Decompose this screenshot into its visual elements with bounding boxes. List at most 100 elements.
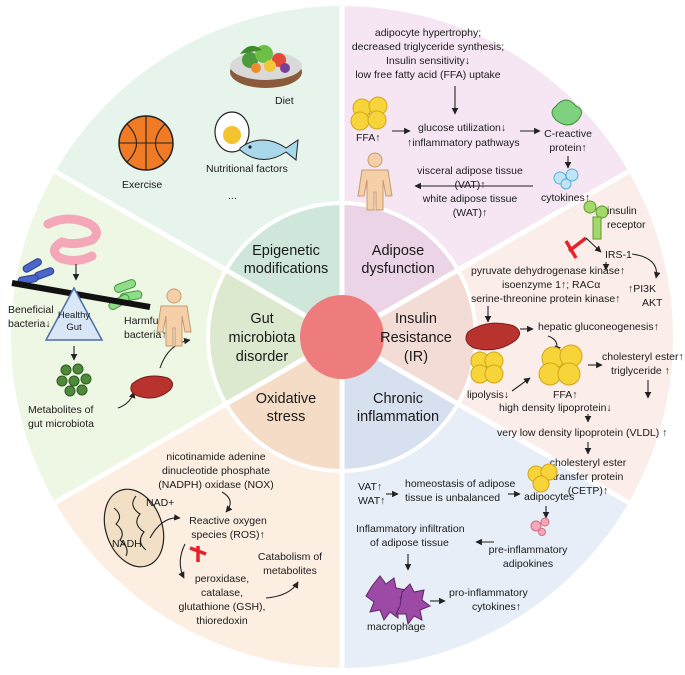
gut-beneficial-2: bacteria↓ bbox=[8, 318, 51, 330]
lipolysis-droplet-icon bbox=[470, 351, 504, 384]
adipokine-icon bbox=[530, 517, 550, 536]
adipose-crp-1: C-reactive bbox=[544, 128, 592, 140]
inhibition-bar-icon bbox=[564, 236, 588, 259]
insulin-kinase-2: isoenzyme 1↑; RACα bbox=[502, 279, 600, 291]
label-gut-3: disorder bbox=[236, 349, 289, 365]
metabolites-icon bbox=[56, 363, 92, 397]
diet-label: Diet bbox=[275, 95, 294, 107]
oxidative-catabolism-2: metabolites bbox=[263, 565, 317, 577]
oxidative-nad: NAD+ bbox=[146, 497, 174, 509]
macrophage-icon bbox=[365, 575, 432, 626]
liver-icon bbox=[465, 322, 520, 351]
section-oxidative: nicotinamide adenine dinucleotide phosph… bbox=[103, 451, 322, 627]
oxidative-nadph-1: nicotinamide adenine bbox=[166, 451, 265, 463]
insulin-ce-1: cholesteryl ester↑ bbox=[602, 351, 684, 363]
gut-metabolites-2: gut microbiota bbox=[28, 418, 94, 430]
adipose-header-3: Insulin sensitivity↓ bbox=[386, 55, 470, 67]
gut-harmful-2: bacteria↑ bbox=[124, 329, 167, 341]
insulin-cetp-2: transfer protein bbox=[553, 471, 624, 483]
label-epigenetic-1: Epigenetic bbox=[252, 243, 320, 259]
insulin-cetp-1: cholesteryl ester bbox=[550, 457, 627, 469]
inflammation-homeostasis-2: tissue is unbalanced bbox=[405, 492, 500, 504]
oxidative-ros-1: Reactive oxygen bbox=[189, 515, 267, 527]
insulin-receptor-icon bbox=[583, 200, 609, 240]
adipose-header-1: adipocyte hypertrophy; bbox=[375, 27, 481, 39]
label-oxidative-1: Oxidative bbox=[256, 391, 316, 407]
inflammation-cytokines-1: pro-inflammatory bbox=[449, 587, 529, 599]
gut-human-body-icon bbox=[156, 288, 192, 347]
insulin-receptor-2: receptor bbox=[607, 219, 646, 231]
slice-dividers bbox=[52, 4, 632, 670]
adipose-header-4: low free fatty acid (FFA) uptake bbox=[355, 69, 500, 81]
inner-slice-adipose bbox=[342, 205, 457, 337]
oxidative-enzymes-4: thioredoxin bbox=[196, 615, 248, 627]
insulin-ce-2: triglyceride ↑ bbox=[611, 365, 670, 377]
cytokine-bubbles-icon bbox=[553, 168, 579, 190]
insulin-gluconeogenesis: hepatic gluconeogenesis↑ bbox=[538, 321, 659, 333]
section-insulin: insulin receptor IRS-1 pyruvate dehydrog… bbox=[465, 200, 684, 497]
inflammation-homeostasis-1: homeostasis of adipose bbox=[405, 478, 515, 490]
inflammation-macrophage: macrophage bbox=[367, 621, 426, 633]
label-insulin-3: (IR) bbox=[404, 349, 428, 365]
adipose-vat-1: visceral adipose tissue bbox=[417, 165, 523, 177]
section-adipose: adipocyte hypertrophy; decreased triglyc… bbox=[350, 27, 592, 219]
label-gut-1: Gut bbox=[250, 311, 273, 327]
adipose-crp-2: protein↑ bbox=[549, 142, 586, 154]
oxidative-ros-2: species (ROS)↑ bbox=[191, 529, 265, 541]
inflammation-cytokines-2: cytokines↑ bbox=[472, 601, 521, 613]
label-inflammation-2: inflammation bbox=[357, 409, 439, 425]
inflammation-infiltration-1: Inflammatory infiltration bbox=[356, 523, 465, 535]
intestine-icon bbox=[43, 214, 101, 266]
inflammation-wat: WAT↑ bbox=[358, 495, 385, 507]
exercise-label: Exercise bbox=[122, 179, 162, 191]
inner-slice-oxidative bbox=[227, 337, 342, 469]
gut-harmful-1: Harmful bbox=[124, 315, 161, 327]
label-epigenetic-2: modifications bbox=[244, 261, 329, 277]
adipose-vat-2: (VAT)↑ bbox=[454, 179, 485, 191]
ffa-cluster-icon bbox=[538, 344, 583, 386]
mitochondria-icon bbox=[103, 488, 165, 568]
insulin-lipolysis: lipolysis↓ bbox=[467, 389, 509, 401]
adipose-header-2: decreased triglyceride synthesis; bbox=[352, 41, 504, 53]
insulin-pi3k: ↑PI3K bbox=[628, 283, 656, 295]
label-adipose-2: dysfunction bbox=[361, 261, 434, 277]
crp-protein-icon bbox=[551, 99, 582, 126]
inflammation-adipocytes: adipocytes bbox=[524, 491, 574, 503]
label-inflammation-1: Chronic bbox=[373, 391, 423, 407]
insulin-hdl: high density lipoprotein↓ bbox=[499, 402, 612, 414]
oxidative-nadh: NADH bbox=[112, 538, 142, 550]
label-insulin-1: Insulin bbox=[395, 311, 437, 327]
inner-slice-insulin bbox=[342, 271, 474, 403]
label-adipose-1: Adipose bbox=[372, 243, 424, 259]
insulin-kinase-1: pyruvate dehydrogenase kinase↑ bbox=[471, 265, 625, 277]
inflammation-adipokines-2: adipokines bbox=[503, 558, 553, 570]
inner-ring bbox=[210, 205, 474, 469]
adipose-ffa: FFA↑ bbox=[356, 132, 381, 144]
inner-slice-gut bbox=[210, 271, 342, 403]
inflammation-adipokines-1: pre-inflammatory bbox=[489, 544, 569, 556]
ros-inhibition-icon bbox=[189, 546, 207, 562]
salad-bowl-icon bbox=[230, 45, 302, 88]
inner-slice-inflammation bbox=[342, 337, 457, 469]
oxidative-catabolism-1: Catabolism of bbox=[258, 551, 322, 563]
fat-droplets-icon bbox=[350, 96, 388, 131]
section-inflammation: VAT↑ WAT↑ homeostasis of adipose tissue … bbox=[356, 463, 574, 633]
basketball-icon bbox=[118, 115, 174, 171]
section-gut: Healthy Gut Beneficial bacteria↓ Harmful… bbox=[8, 214, 192, 430]
inflammation-infiltration-2: of adipose tissue bbox=[370, 537, 449, 549]
gut-healthy-2: Gut bbox=[66, 322, 82, 333]
adipose-glucose-1: glucose utilization↓ bbox=[418, 122, 506, 134]
ring-labels: Epigenetic modifications Adipose dysfunc… bbox=[229, 243, 452, 425]
gut-liver-icon bbox=[130, 375, 174, 399]
oxidative-enzymes-1: peroxidase, bbox=[195, 573, 249, 585]
insulin-vldl: very low density lipoprotein (VLDL) ↑ bbox=[497, 427, 667, 439]
insulin-akt-label: AKT bbox=[642, 297, 663, 309]
oxidative-enzymes-3: glutathione (GSH), bbox=[179, 601, 266, 613]
ellipsis-label: ... bbox=[228, 190, 237, 202]
insulin-ffa: FFA↑ bbox=[553, 389, 578, 401]
insulin-cetp-3: (CETP)↑ bbox=[568, 485, 608, 497]
egg-fish-icon bbox=[214, 111, 299, 161]
label-insulin-2: Resistance bbox=[380, 330, 452, 346]
